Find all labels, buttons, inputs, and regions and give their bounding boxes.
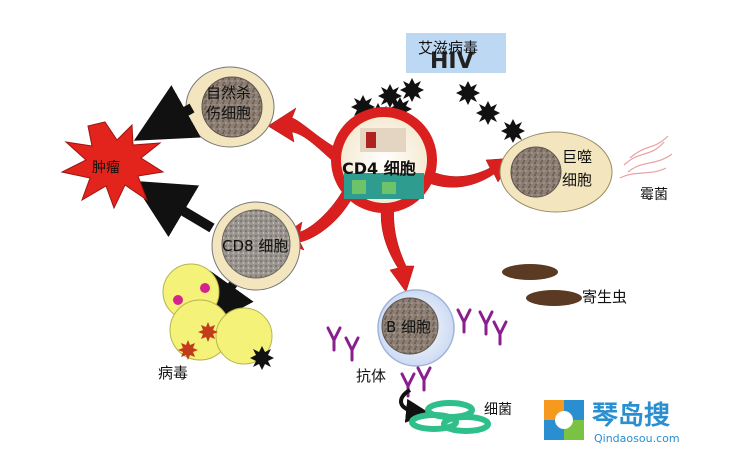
watermark-name: 琴岛搜 bbox=[592, 400, 670, 431]
mold-label: 霉菌 bbox=[640, 187, 668, 203]
cd8-cell: CD8 细胞 bbox=[211, 201, 301, 291]
virus-star-icon bbox=[198, 322, 218, 342]
hiv-label-box: HIV 艾滋病毒 bbox=[406, 33, 506, 74]
antibody-icon bbox=[492, 320, 508, 346]
cd8-cell-label: CD8 细胞 bbox=[222, 237, 288, 255]
antibody-icon bbox=[456, 308, 472, 334]
tumor: 肿瘤 bbox=[60, 121, 165, 210]
virus-particle-icon bbox=[476, 101, 500, 125]
arrow-to-b-cell bbox=[380, 201, 415, 293]
attack-arrows bbox=[132, 85, 254, 330]
arrow-to-nk-cell bbox=[267, 107, 341, 163]
b-cell-label: B 细胞 bbox=[386, 318, 431, 336]
virus-particle-icon bbox=[501, 119, 525, 143]
parasites: 寄生虫 bbox=[502, 264, 627, 306]
virus-label: 病毒 bbox=[158, 364, 188, 382]
antibody-icon bbox=[344, 336, 360, 362]
virus-particle-icon bbox=[400, 78, 424, 102]
nk-cell-label-line2: 伤细胞 bbox=[206, 104, 251, 122]
mold-icon bbox=[623, 141, 665, 166]
tumor-icon bbox=[60, 121, 165, 210]
virus-star-icon bbox=[178, 340, 198, 360]
cd4-cell: CD4 细胞 bbox=[331, 107, 437, 213]
hiv-logo-text: HIV bbox=[430, 49, 474, 74]
watermark-url: Qindaosou.com bbox=[594, 432, 680, 445]
cd8-to-tumor-arrow bbox=[132, 180, 215, 238]
bacteria-label: 细菌 bbox=[484, 402, 512, 418]
virus-star-icon bbox=[250, 346, 274, 370]
cd8-to-virus-arrow bbox=[200, 270, 254, 330]
virus-particle-icon bbox=[456, 81, 480, 105]
parasite-label: 寄生虫 bbox=[582, 288, 627, 306]
watermark: 琴岛搜 Qindaosou.com bbox=[544, 400, 680, 445]
bacteria: 细菌 bbox=[409, 400, 512, 434]
macrophage-label-line1: 巨噬 bbox=[562, 148, 592, 166]
virus-particle-icon bbox=[378, 84, 402, 108]
hiv-label: 艾滋病毒 bbox=[418, 39, 478, 57]
cd4-cell-label: CD4 细胞 bbox=[342, 159, 416, 178]
watermark-logo-icon bbox=[544, 400, 584, 440]
antibody-icon bbox=[326, 326, 342, 352]
tumor-label: 肿瘤 bbox=[92, 159, 120, 176]
virus-infected-cells: 病毒 bbox=[158, 263, 274, 382]
nk-cell: 自然杀 伤细胞 bbox=[185, 66, 275, 148]
b-cell: B 细胞 bbox=[377, 289, 455, 367]
antibody-icon bbox=[478, 310, 494, 336]
nk-cell-label-line1: 自然杀 bbox=[206, 84, 251, 102]
antibody-to-bacteria-arrow bbox=[399, 388, 430, 423]
mold: 霉菌 bbox=[619, 135, 673, 203]
macrophage: 巨噬 细胞 bbox=[499, 131, 613, 213]
antibody-icon bbox=[416, 366, 432, 392]
nk-to-tumor-arrow bbox=[133, 85, 201, 141]
macrophage-label-line2: 细胞 bbox=[562, 171, 592, 189]
antibody-label: 抗体 bbox=[356, 367, 386, 385]
